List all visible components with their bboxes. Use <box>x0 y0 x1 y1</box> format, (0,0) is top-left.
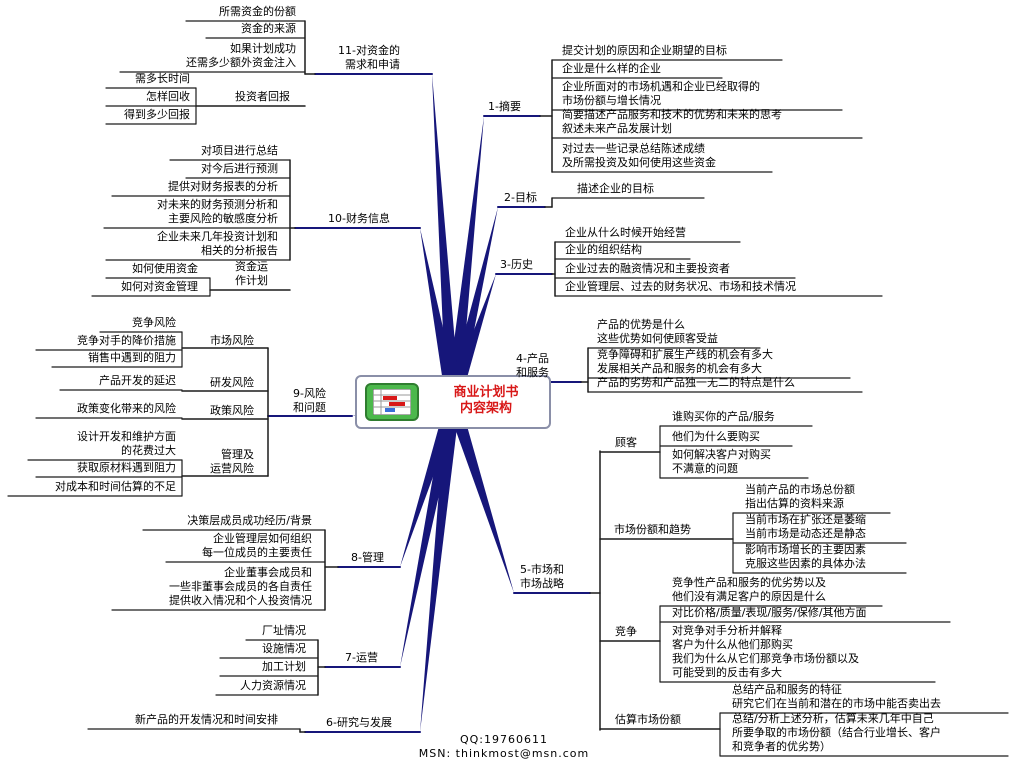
management-item[interactable]: 决策层成员成功经历/背景 <box>187 514 312 527</box>
branch-market-connector <box>446 399 514 593</box>
history-item[interactable]: 企业过去的融资情况和主要投资者 <box>565 262 730 275</box>
market-group-1-item[interactable]: 当前产品的市场总份额 指出估算的资料来源 <box>745 483 855 510</box>
finance-item[interactable]: 提供对财务报表的分析 <box>168 180 278 193</box>
business-plan-chart-icon <box>365 383 419 421</box>
summary-item[interactable]: 对过去一些记录总结陈述成绩 及所需投资及如何使用这些资金 <box>562 142 716 169</box>
market-group-0-item[interactable]: 他们为什么要购买 <box>672 430 760 443</box>
funding-group-item[interactable]: 怎样回收 <box>146 90 190 103</box>
funding-group-item[interactable]: 需多长时间 <box>135 72 190 85</box>
rnd-item[interactable]: 新产品的开发情况和时间安排 <box>135 713 278 726</box>
branch-finance-label[interactable]: 10-财务信息 <box>328 212 390 225</box>
risk-group-3-item[interactable]: 对成本和时间估算的不足 <box>55 480 176 493</box>
branch-operations-connector <box>400 400 460 667</box>
summary-item[interactable]: 简要描述产品服务和技术的优势和未来的思考 叙述未来产品发展计划 <box>562 108 782 135</box>
operations-item[interactable]: 厂址情况 <box>262 624 306 637</box>
branch-funding-label[interactable]: 11-对资金的 需求和申请 <box>338 44 400 71</box>
market-group-0-label[interactable]: 顾客 <box>615 436 637 449</box>
funding-group-label[interactable]: 投资者回报 <box>235 90 290 103</box>
branch-product-label[interactable]: 4-产品 和服务 <box>516 352 549 379</box>
summary-item[interactable]: 企业所面对的市场机遇和企业已经取得的 市场份额与增长情况 <box>562 80 760 107</box>
history-item[interactable]: 企业管理层、过去的财务状况、市场和技术情况 <box>565 280 796 293</box>
branch-summary-connector <box>446 116 484 403</box>
branch-market-label[interactable]: 5-市场和 市场战略 <box>520 563 564 590</box>
finance-item[interactable]: 对今后进行预测 <box>201 162 278 175</box>
branch-risk-label[interactable]: 9-风险 和问题 <box>293 387 326 414</box>
funding-group-item[interactable]: 得到多少回报 <box>124 108 190 121</box>
market-group-0-item[interactable]: 如何解决客户对购买 不满意的问题 <box>672 448 771 475</box>
branch-funding-connector <box>432 74 460 403</box>
product-item[interactable]: 竞争障碍和扩展生产线的机会有多大 发展相关产品和服务的机会有多大 <box>597 348 773 375</box>
branch-history-label[interactable]: 3-历史 <box>500 258 533 271</box>
branch-summary-label[interactable]: 1-摘要 <box>488 100 521 113</box>
operations-item[interactable]: 人力资源情况 <box>240 679 306 692</box>
management-item[interactable]: 企业董事会成员和 一些非董事会成员的各自责任 提供收入情况和个人投资情况 <box>169 566 312 607</box>
branch-management-label[interactable]: 8-管理 <box>351 551 384 564</box>
finance-group-item[interactable]: 如何使用资金 <box>132 262 198 275</box>
product-item[interactable]: 产品的劣势和产品独一无二的特点是什么 <box>597 376 795 389</box>
market-group-1-item[interactable]: 影响市场增长的主要因素 克服这些因素的具体办法 <box>745 543 866 570</box>
branch-goal-connector <box>446 207 498 404</box>
product-item[interactable]: 产品的优势是什么 这些优势如何使顾客受益 <box>597 318 718 345</box>
finance-item[interactable]: 对未来的财务预测分析和 主要风险的敏感度分析 <box>157 198 278 225</box>
branch-goal-label[interactable]: 2-目标 <box>504 191 537 204</box>
risk-group-0-item[interactable]: 销售中遇到的阻力 <box>88 351 176 364</box>
funding-item[interactable]: 资金的来源 <box>241 22 296 35</box>
market-group-3-item[interactable]: 总结产品和服务的特征 研究它们在当前和潜在的市场中能否卖出去 <box>732 683 941 710</box>
market-group-0-item[interactable]: 谁购买你的产品/服务 <box>672 410 775 423</box>
finance-group-label[interactable]: 资金运 作计划 <box>235 260 268 287</box>
operations-item[interactable]: 加工计划 <box>262 660 306 673</box>
risk-group-3-item[interactable]: 设计开发和维护方面 的花费过大 <box>77 430 176 457</box>
market-group-2-item[interactable]: 对比价格/质量/表现/服务/保修/其他方面 <box>672 606 867 619</box>
goal-item[interactable]: 描述企业的目标 <box>577 182 654 195</box>
market-group-2-label[interactable]: 竞争 <box>615 625 637 638</box>
branch-history-connector <box>446 274 496 405</box>
summary-item[interactable]: 企业是什么样的企业 <box>562 62 661 75</box>
finance-group-item[interactable]: 如何对资金管理 <box>121 280 198 293</box>
operations-item[interactable]: 设施情况 <box>262 642 306 655</box>
msn-contact: MSN: thinkmost@msn.com <box>418 747 590 760</box>
branch-rnd-connector <box>420 401 460 732</box>
branch-operations-label[interactable]: 7-运营 <box>345 651 378 664</box>
branch-management-connector <box>400 399 460 567</box>
market-group-1-label[interactable]: 市场份额和趋势 <box>614 523 691 536</box>
market-group-2-item[interactable]: 竞争性产品和服务的优劣势以及 他们没有满足客户的原因是什么 <box>672 576 826 603</box>
branch-finance-connector <box>420 228 460 404</box>
management-item[interactable]: 企业管理层如何组织 每一位成员的主要责任 <box>202 532 312 559</box>
risk-group-0-item[interactable]: 竞争对手的降价措施 <box>77 334 176 347</box>
history-item[interactable]: 企业的组织结构 <box>565 243 642 256</box>
market-group-1-item[interactable]: 当前市场在扩张还是萎缩 当前市场是动态还是静态 <box>745 513 866 540</box>
risk-group-0-item[interactable]: 竞争风险 <box>132 316 176 329</box>
finance-item[interactable]: 企业未来几年投资计划和 相关的分析报告 <box>157 230 278 257</box>
risk-group-2-item[interactable]: 政策变化带来的风险 <box>77 402 176 415</box>
summary-item[interactable]: 提交计划的原因和企业期望的目标 <box>562 44 727 57</box>
center-title: 商业计划书 内容架构 <box>453 385 519 416</box>
risk-group-2-label[interactable]: 政策风险 <box>210 404 254 417</box>
contact-footer: QQ:19760611 MSN: thinkmost@msn.com <box>404 733 604 761</box>
risk-group-3-item[interactable]: 获取原材料遇到阻力 <box>77 461 176 474</box>
qq-contact: QQ:19760611 <box>459 733 548 746</box>
risk-group-3-label[interactable]: 管理及 运营风险 <box>210 448 254 475</box>
market-group-2-item[interactable]: 对竞争对手分析并解释 客户为什么从他们那购买 我们为什么从它们那竞争市场份额以及… <box>672 624 859 679</box>
market-group-3-label[interactable]: 估算市场份额 <box>615 713 681 726</box>
risk-group-1-item[interactable]: 产品开发的延迟 <box>99 374 176 387</box>
funding-item[interactable]: 如果计划成功 还需多少额外资金注入 <box>186 42 296 69</box>
market-group-3-item[interactable]: 总结/分析上述分析，估算未来几年中自己 所要争取的市场份额（结合行业增长、客户 … <box>732 712 941 753</box>
center-node[interactable]: 商业计划书 内容架构 <box>355 375 551 429</box>
history-item[interactable]: 企业从什么时候开始经营 <box>565 226 686 239</box>
risk-group-1-label[interactable]: 研发风险 <box>210 376 254 389</box>
risk-group-0-label[interactable]: 市场风险 <box>210 334 254 347</box>
funding-item[interactable]: 所需资金的份额 <box>219 5 296 18</box>
branch-rnd-label[interactable]: 6-研究与发展 <box>326 716 392 729</box>
finance-item[interactable]: 对项目进行总结 <box>201 144 278 157</box>
